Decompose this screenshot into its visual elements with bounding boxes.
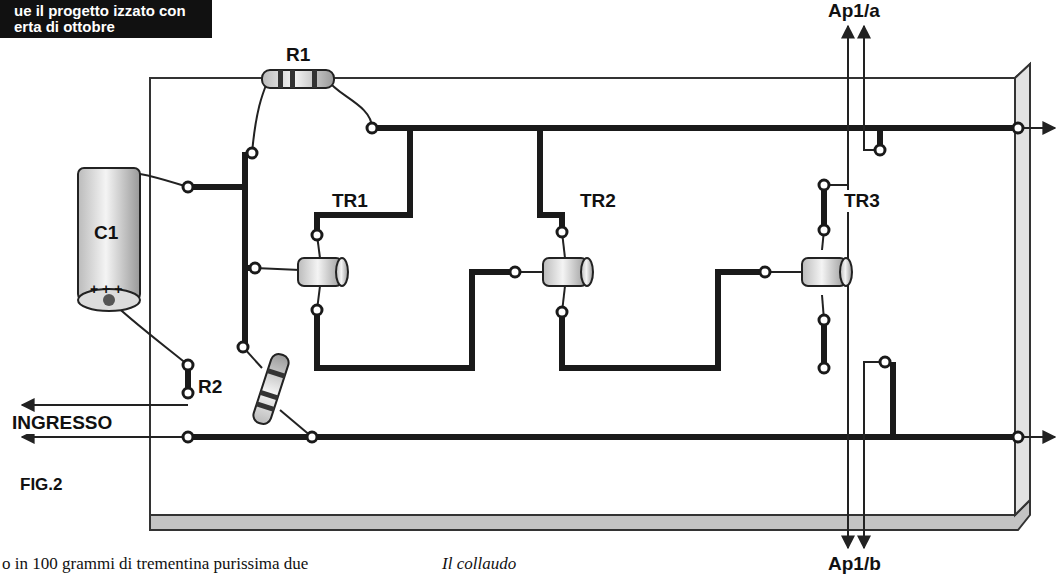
wire — [22, 26, 1055, 548]
board-side — [150, 64, 1030, 515]
part-label: R1 — [284, 44, 312, 66]
board — [150, 78, 1015, 515]
part-label: R2 — [196, 376, 224, 398]
part-label: TR3 — [842, 190, 882, 212]
part-label: TR1 — [330, 190, 370, 212]
part-label: C1 — [92, 222, 120, 244]
page-text: o in 100 grammi di trementina purissima … — [0, 553, 310, 575]
capacitor-symbol — [78, 168, 140, 311]
transistor-symbol — [298, 258, 852, 286]
part-label: TR2 — [578, 190, 618, 212]
signal-name: INGRESSO — [10, 412, 114, 434]
terminal-name: Ap1/b — [826, 553, 883, 575]
caption-text: ue il progetto izzato con erta di ottobr… — [14, 3, 206, 35]
caption-box: ue il progetto izzato con erta di ottobr… — [0, 0, 212, 38]
copper-trace — [188, 128, 1018, 437]
terminal-name: Ap1/a — [826, 0, 882, 22]
resistor-symbol — [262, 70, 334, 88]
solder-pad — [183, 123, 1023, 442]
resistor-symbol — [251, 352, 290, 426]
figure-number: FIG.2 — [18, 474, 65, 496]
polarity-mark: + + + — [88, 278, 124, 300]
page-text: Il collaudo — [440, 553, 518, 575]
